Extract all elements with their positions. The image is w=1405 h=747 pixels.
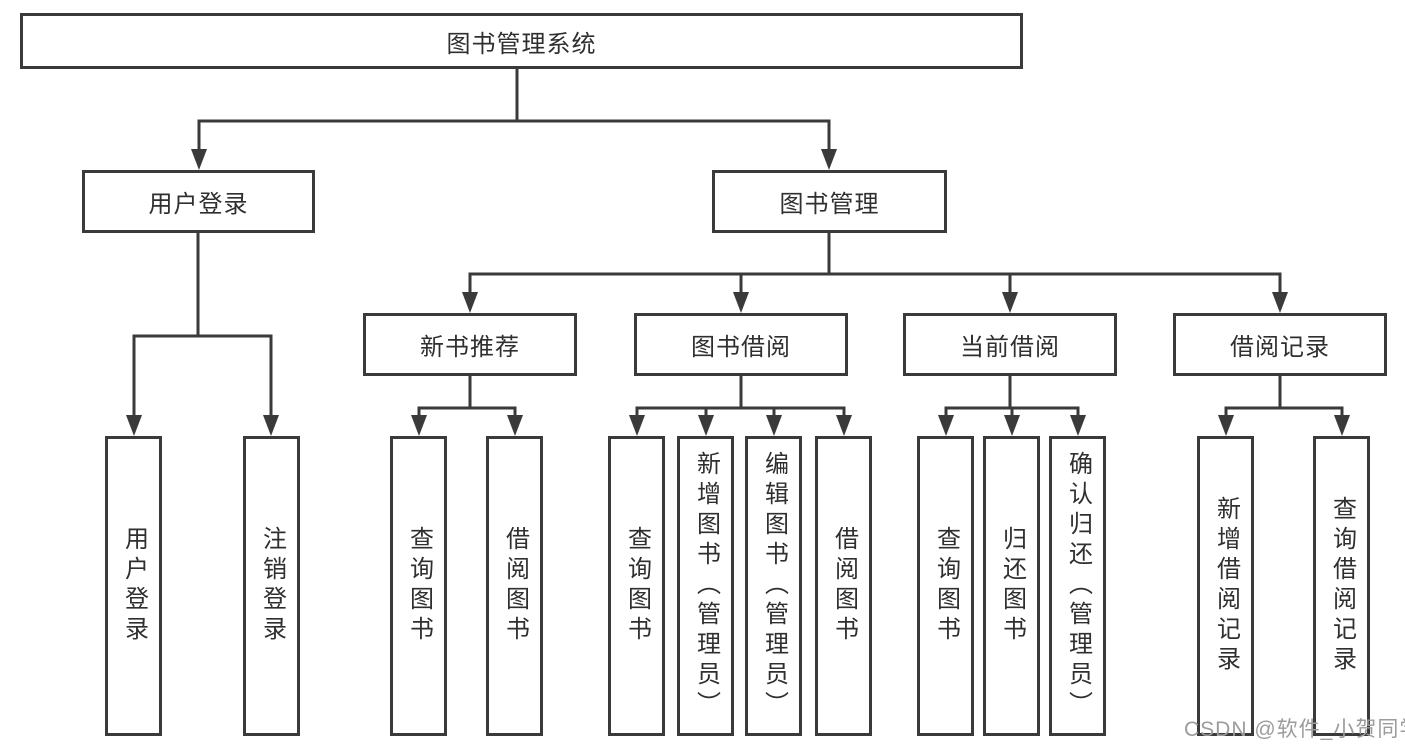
arrow-icon	[1002, 292, 1018, 313]
arrow-icon	[1004, 415, 1020, 436]
arrow-icon	[507, 415, 523, 436]
node-leaf-return-book: 归还图书	[983, 436, 1040, 736]
arrow-icon	[411, 415, 427, 436]
node-book-borrowing: 图书借阅	[634, 313, 848, 376]
node-leaf-edit-book-admin: 编辑图书（管理员）	[745, 436, 802, 736]
arrow-icon	[766, 415, 782, 436]
node-book-management: 图书管理	[712, 170, 947, 233]
arrow-icon	[1218, 415, 1234, 436]
node-leaf-add-book-admin: 新增图书（管理员）	[677, 436, 734, 736]
arrow-icon	[821, 149, 837, 170]
node-borrowing-records: 借阅记录	[1173, 313, 1387, 376]
node-library-management-system: 图书管理系统	[20, 13, 1023, 69]
arrow-icon	[733, 292, 749, 313]
arrow-icon	[462, 292, 478, 313]
node-leaf-query-books-borrowing: 查询图书	[608, 436, 665, 736]
node-leaf-query-books-recommend: 查询图书	[390, 436, 447, 736]
connector-user-login-branch	[126, 231, 279, 436]
node-leaf-query-books-current: 查询图书	[917, 436, 974, 736]
connector-current-borrowing-branch	[938, 374, 1086, 436]
watermark: CSDN @软件_小贺同学	[1184, 718, 1405, 741]
arrow-icon	[629, 415, 645, 436]
node-leaf-borrow-books-borrowing: 借阅图书	[815, 436, 872, 736]
connector-book-management-branch	[462, 231, 1288, 313]
node-current-borrowing: 当前借阅	[903, 313, 1117, 376]
arrow-icon	[1334, 415, 1350, 436]
arrow-icon	[938, 415, 954, 436]
node-leaf-add-borrow-record: 新增借阅记录	[1197, 436, 1254, 736]
node-leaf-borrow-books-recommend: 借阅图书	[486, 436, 543, 736]
arrow-icon	[126, 415, 142, 436]
arrow-icon	[191, 149, 207, 170]
connector-new-book-recommend-branch	[411, 374, 523, 436]
connector-root-branch	[191, 67, 837, 170]
arrow-icon	[263, 415, 279, 436]
arrow-icon	[698, 415, 714, 436]
node-leaf-confirm-return-admin: 确认归还（管理员）	[1049, 436, 1106, 736]
node-leaf-logout: 注销登录	[243, 436, 300, 736]
node-user-login: 用户登录	[82, 170, 315, 233]
arrow-icon	[1272, 292, 1288, 313]
node-leaf-user-login: 用户登录	[105, 436, 162, 736]
arrow-icon	[836, 415, 852, 436]
connector-borrowing-records-branch	[1218, 374, 1350, 436]
node-leaf-query-borrow-record: 查询借阅记录	[1313, 436, 1370, 736]
connector-book-borrowing-branch	[629, 374, 852, 436]
arrow-icon	[1070, 415, 1086, 436]
node-new-book-recommend: 新书推荐	[363, 313, 577, 376]
